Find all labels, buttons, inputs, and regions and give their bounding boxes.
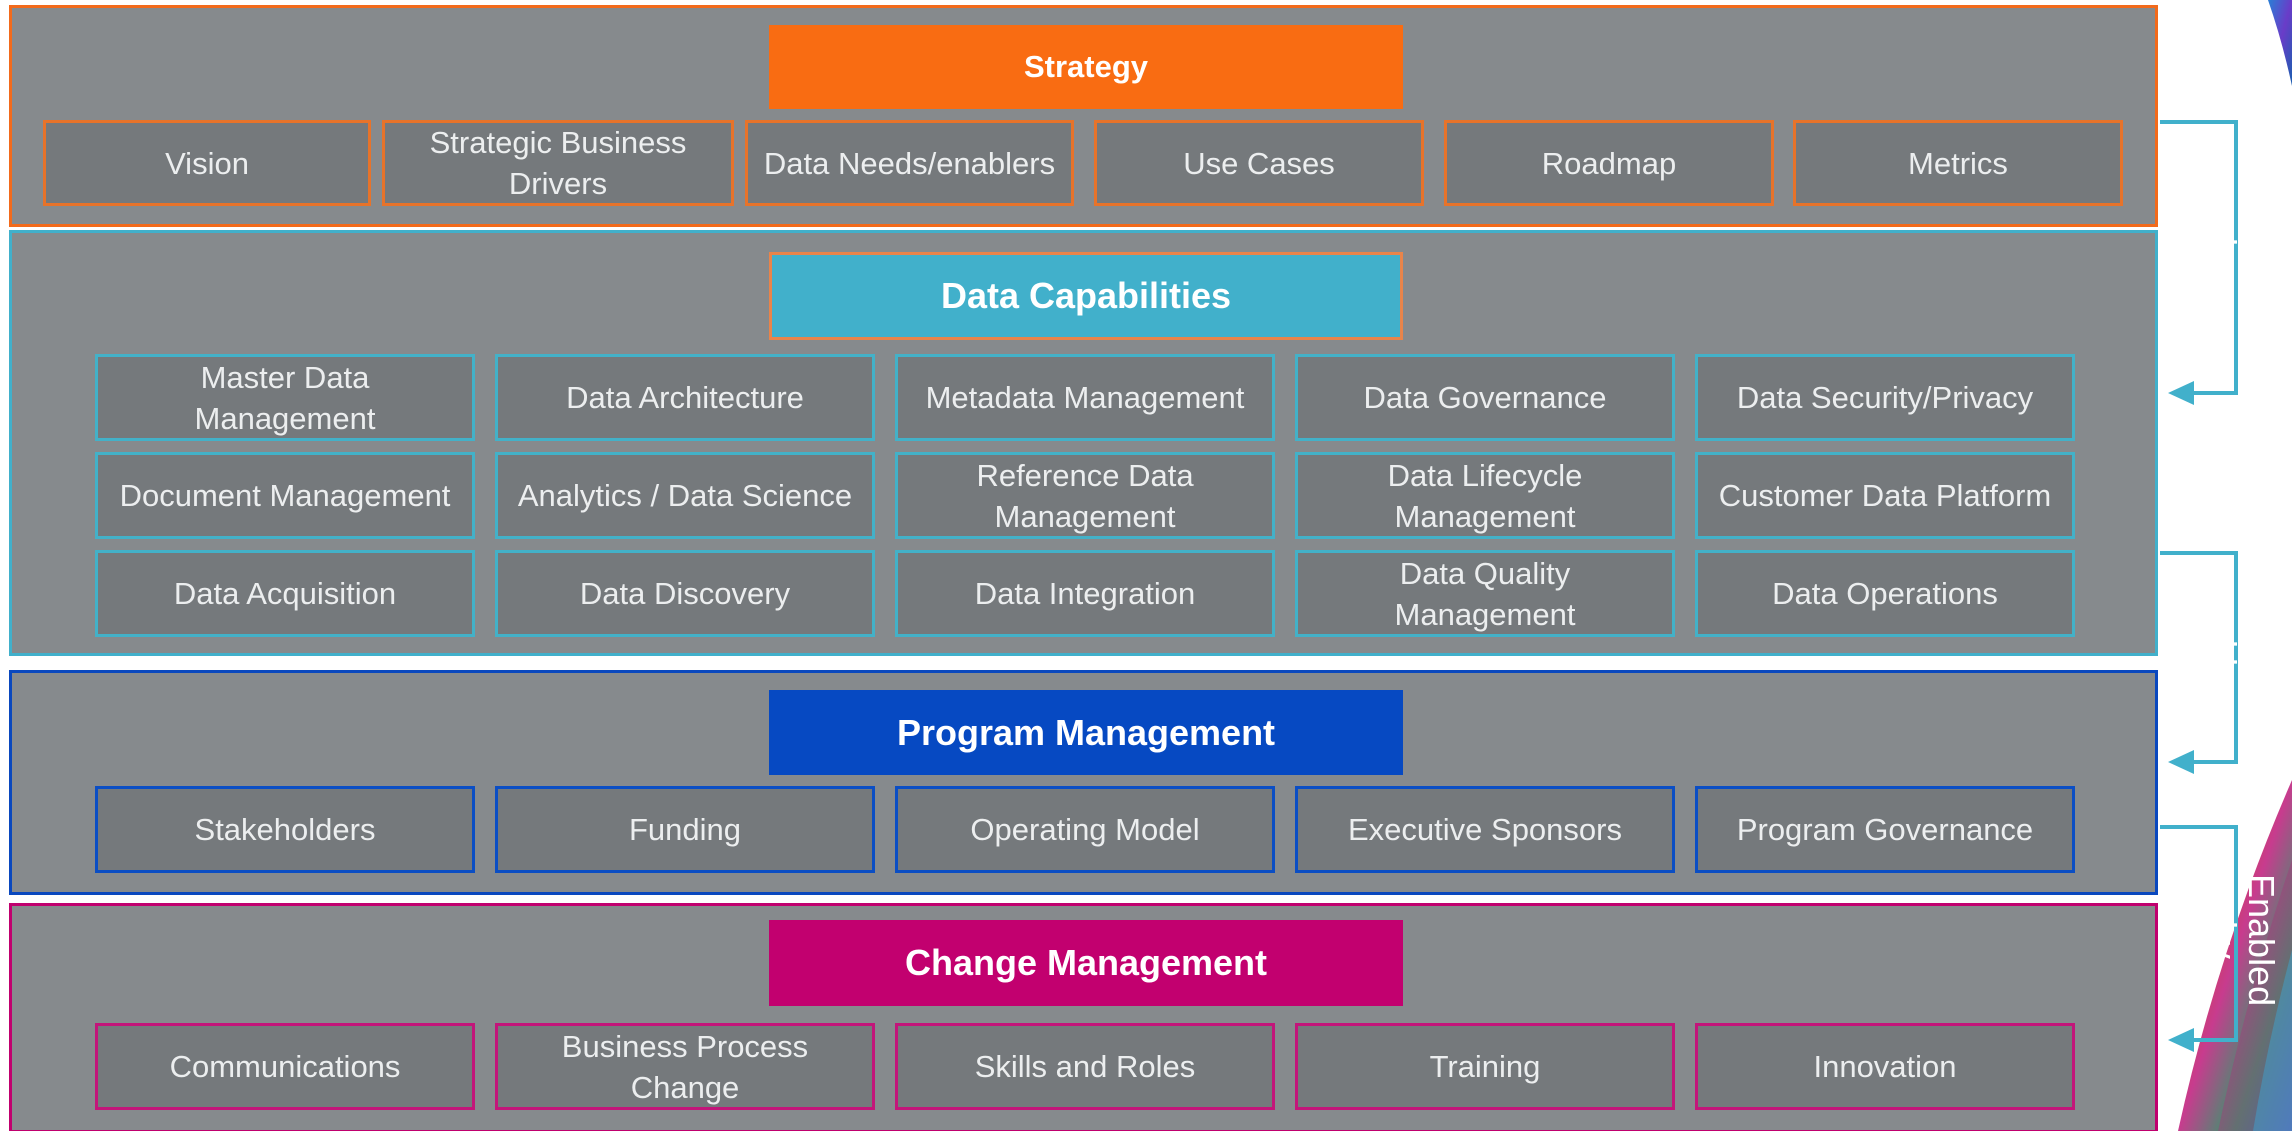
change-band: Change Management Communications Busines… bbox=[9, 903, 2158, 1131]
change-item-business-process-change: Business Process Change bbox=[495, 1023, 875, 1110]
strategy-item-data-needs: Data Needs/enablers bbox=[745, 120, 1074, 206]
strategy-item-roadmap: Roadmap bbox=[1444, 120, 1774, 206]
strategy-item-use-cases: Use Cases bbox=[1094, 120, 1424, 206]
enabled-by-arrowhead bbox=[2168, 1028, 2194, 1052]
supported-by-bracket bbox=[2160, 120, 2238, 395]
capability-reference-data-management: Reference Data Management bbox=[895, 452, 1275, 539]
capability-data-lifecycle-management: Data Lifecycle Management bbox=[1295, 452, 1675, 539]
capability-document-management: Document Management bbox=[95, 452, 475, 539]
program-item-executive-sponsors: Executive Sponsors bbox=[1295, 786, 1675, 873]
capability-data-operations: Data Operations bbox=[1695, 550, 2075, 637]
capability-data-discovery: Data Discovery bbox=[495, 550, 875, 637]
strategy-band: Strategy Vision Strategic Business Drive… bbox=[9, 5, 2158, 227]
change-item-innovation: Innovation bbox=[1695, 1023, 2075, 1110]
change-item-communications: Communications bbox=[95, 1023, 475, 1110]
capability-analytics-data-science: Analytics / Data Science bbox=[495, 452, 875, 539]
capability-metadata-management: Metadata Management bbox=[895, 354, 1275, 441]
strategy-item-vision: Vision bbox=[43, 120, 371, 206]
capability-data-security-privacy: Data Security/Privacy bbox=[1695, 354, 2075, 441]
program-item-operating-model: Operating Model bbox=[895, 786, 1275, 873]
delivered-by-arrowhead bbox=[2168, 750, 2194, 774]
capability-data-integration: Data Integration bbox=[895, 550, 1275, 637]
strategy-item-metrics: Metrics bbox=[1793, 120, 2123, 206]
change-item-training: Training bbox=[1295, 1023, 1675, 1110]
delivered-by-label: Delivere d by bbox=[2203, 595, 2282, 729]
capability-customer-data-platform: Customer Data Platform bbox=[1695, 452, 2075, 539]
program-item-stakeholders: Stakeholders bbox=[95, 786, 475, 873]
program-title: Program Management bbox=[769, 690, 1403, 775]
capability-data-quality-management: Data Quality Management bbox=[1295, 550, 1675, 637]
supported-by-arrowhead bbox=[2168, 381, 2194, 405]
strategy-item-business-drivers: Strategic Business Drivers bbox=[382, 120, 734, 206]
capability-data-architecture: Data Architecture bbox=[495, 354, 875, 441]
supported-by-label: Supported by bbox=[2203, 174, 2282, 341]
capabilities-title: Data Capabilities bbox=[769, 252, 1403, 340]
change-item-skills-and-roles: Skills and Roles bbox=[895, 1023, 1275, 1110]
capability-data-governance: Data Governance bbox=[1295, 354, 1675, 441]
enabled-by-bracket bbox=[2160, 825, 2238, 1042]
capabilities-band: Data Capabilities Master Data Management… bbox=[9, 230, 2158, 656]
capability-data-acquisition: Data Acquisition bbox=[95, 550, 475, 637]
delivered-by-bracket bbox=[2160, 551, 2238, 764]
bracket-connectors bbox=[2160, 120, 2238, 1052]
capability-master-data-management: Master Data Management bbox=[95, 354, 475, 441]
program-item-funding: Funding bbox=[495, 786, 875, 873]
program-item-program-governance: Program Governance bbox=[1695, 786, 2075, 873]
strategy-title: Strategy bbox=[769, 25, 1403, 109]
change-title: Change Management bbox=[769, 920, 1403, 1006]
program-band: Program Management Stakeholders Funding … bbox=[9, 670, 2158, 895]
enabled-by-label: Enabled by bbox=[2203, 874, 2282, 1007]
